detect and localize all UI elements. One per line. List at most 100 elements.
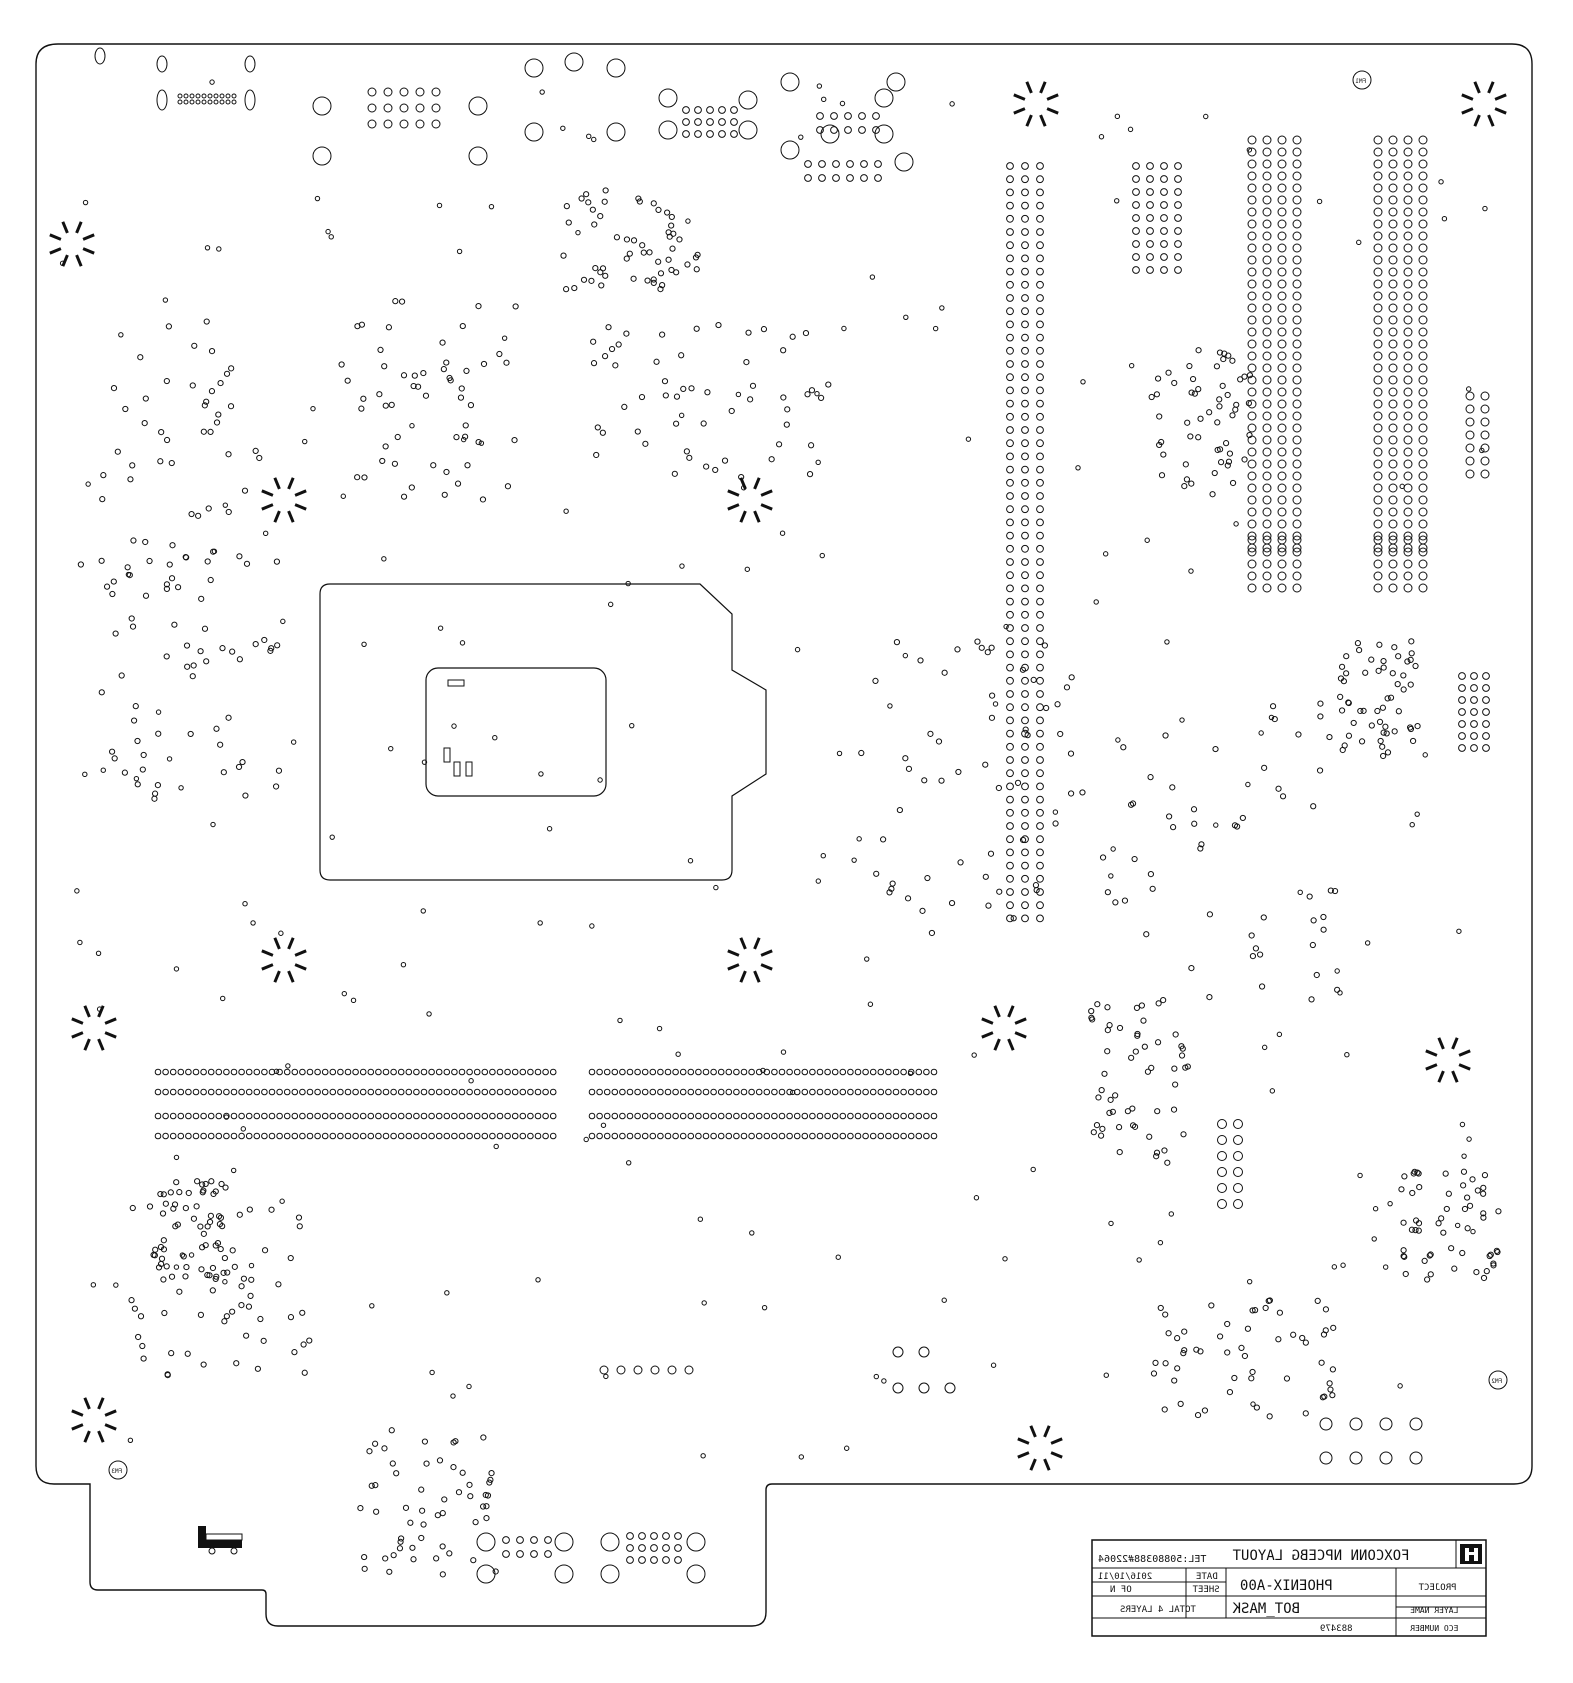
- via: [254, 1365, 261, 1372]
- via: [935, 738, 943, 745]
- via: [1233, 521, 1239, 527]
- io-pin: [502, 1550, 510, 1558]
- via: [571, 284, 578, 292]
- via: [1409, 822, 1415, 828]
- via: [1262, 1304, 1269, 1312]
- header-pin: [1482, 684, 1490, 692]
- via: [170, 1205, 177, 1212]
- via: [1306, 893, 1313, 900]
- via: [1148, 1064, 1155, 1071]
- pcie-pin: [276, 1132, 283, 1140]
- dimm-pin: [1262, 571, 1272, 581]
- via: [896, 806, 903, 814]
- dimm-pin: [1418, 507, 1428, 517]
- dimm-pin: [1292, 447, 1302, 457]
- mounting-hole-icon: [49, 247, 62, 255]
- io-pin: [818, 160, 826, 168]
- pcie-pin: [481, 1132, 489, 1140]
- dimm-pin: [1277, 315, 1287, 325]
- dimm-pin: [1277, 559, 1287, 569]
- pcie-pin: [755, 1088, 763, 1096]
- via: [458, 385, 465, 392]
- dimm-pin: [1292, 195, 1302, 205]
- via: [957, 859, 964, 866]
- pcie-pin: [321, 1088, 329, 1096]
- pcie-pin: [672, 1088, 679, 1096]
- via: [1326, 733, 1333, 741]
- mounting-hole-icon: [75, 221, 83, 234]
- pcie-pin: [352, 1088, 359, 1096]
- via: [1106, 1109, 1113, 1116]
- via: [1251, 1307, 1259, 1314]
- header-pin: [1379, 1451, 1393, 1465]
- connector-hole: [564, 52, 584, 72]
- io-pin: [674, 1532, 682, 1540]
- via: [1003, 623, 1009, 630]
- mounting-hole-icon: [760, 489, 773, 497]
- pcie-pin: [527, 1132, 534, 1140]
- header-pin: [1465, 404, 1475, 414]
- dimm-pin: [1388, 423, 1398, 433]
- pcie-pin: [710, 1088, 717, 1096]
- mounting-hole-icon: [1046, 93, 1059, 101]
- pcie-pin: [763, 1112, 771, 1120]
- pcie-pin: [831, 1112, 839, 1120]
- via: [1104, 1027, 1111, 1034]
- pcie-pin: [664, 1112, 672, 1120]
- header-pin: [1482, 708, 1490, 716]
- mount-slot: [94, 47, 106, 65]
- pcie-pin: [458, 1132, 466, 1140]
- dimm-pin: [1418, 495, 1428, 505]
- dimm-pin: [1247, 507, 1257, 517]
- via: [700, 420, 707, 427]
- via: [638, 393, 646, 401]
- via: [1402, 1270, 1409, 1278]
- dimm-pin: [1418, 583, 1428, 593]
- via: [535, 1277, 541, 1283]
- via: [1224, 462, 1231, 469]
- via: [1164, 1159, 1171, 1166]
- dimm-pin: [1247, 135, 1257, 145]
- via: [210, 1190, 217, 1198]
- pcie-pin: [382, 1132, 390, 1140]
- via: [1382, 723, 1389, 730]
- via: [1191, 820, 1198, 827]
- via: [210, 821, 216, 828]
- via: [85, 481, 91, 487]
- via: [655, 258, 662, 265]
- via: [1143, 931, 1150, 938]
- dimm-pin: [1006, 888, 1014, 896]
- io-pin: [816, 126, 824, 134]
- dimm-pin: [1021, 465, 1029, 474]
- header-pin: [1319, 1417, 1333, 1431]
- dimm-pin: [1021, 558, 1029, 566]
- via: [268, 1206, 275, 1213]
- via: [676, 236, 683, 243]
- via: [174, 584, 182, 591]
- dimm-pin: [1021, 703, 1029, 712]
- via: [429, 1369, 435, 1376]
- via: [1224, 1349, 1231, 1356]
- dimm-pin: [1292, 231, 1302, 241]
- pcie-pin: [831, 1132, 839, 1140]
- header-pin: [1132, 162, 1140, 170]
- io-pin: [818, 174, 826, 182]
- io-pin: [638, 1556, 646, 1564]
- via: [989, 692, 996, 699]
- io-pin: [706, 106, 714, 114]
- dimm-pin: [1036, 624, 1044, 632]
- via: [100, 767, 106, 773]
- dimm-pin: [1036, 188, 1044, 197]
- via: [1387, 694, 1395, 701]
- dimm-pin: [1247, 195, 1257, 205]
- dimm-pin: [1006, 848, 1014, 857]
- via: [1224, 1320, 1231, 1328]
- pcie-pin: [877, 1068, 885, 1076]
- via: [1479, 447, 1485, 454]
- via: [220, 1269, 227, 1276]
- via: [142, 395, 149, 402]
- pcie-pin: [771, 1112, 778, 1120]
- via: [179, 1252, 186, 1258]
- pcie-pin: [435, 1112, 443, 1120]
- via: [1266, 1297, 1273, 1304]
